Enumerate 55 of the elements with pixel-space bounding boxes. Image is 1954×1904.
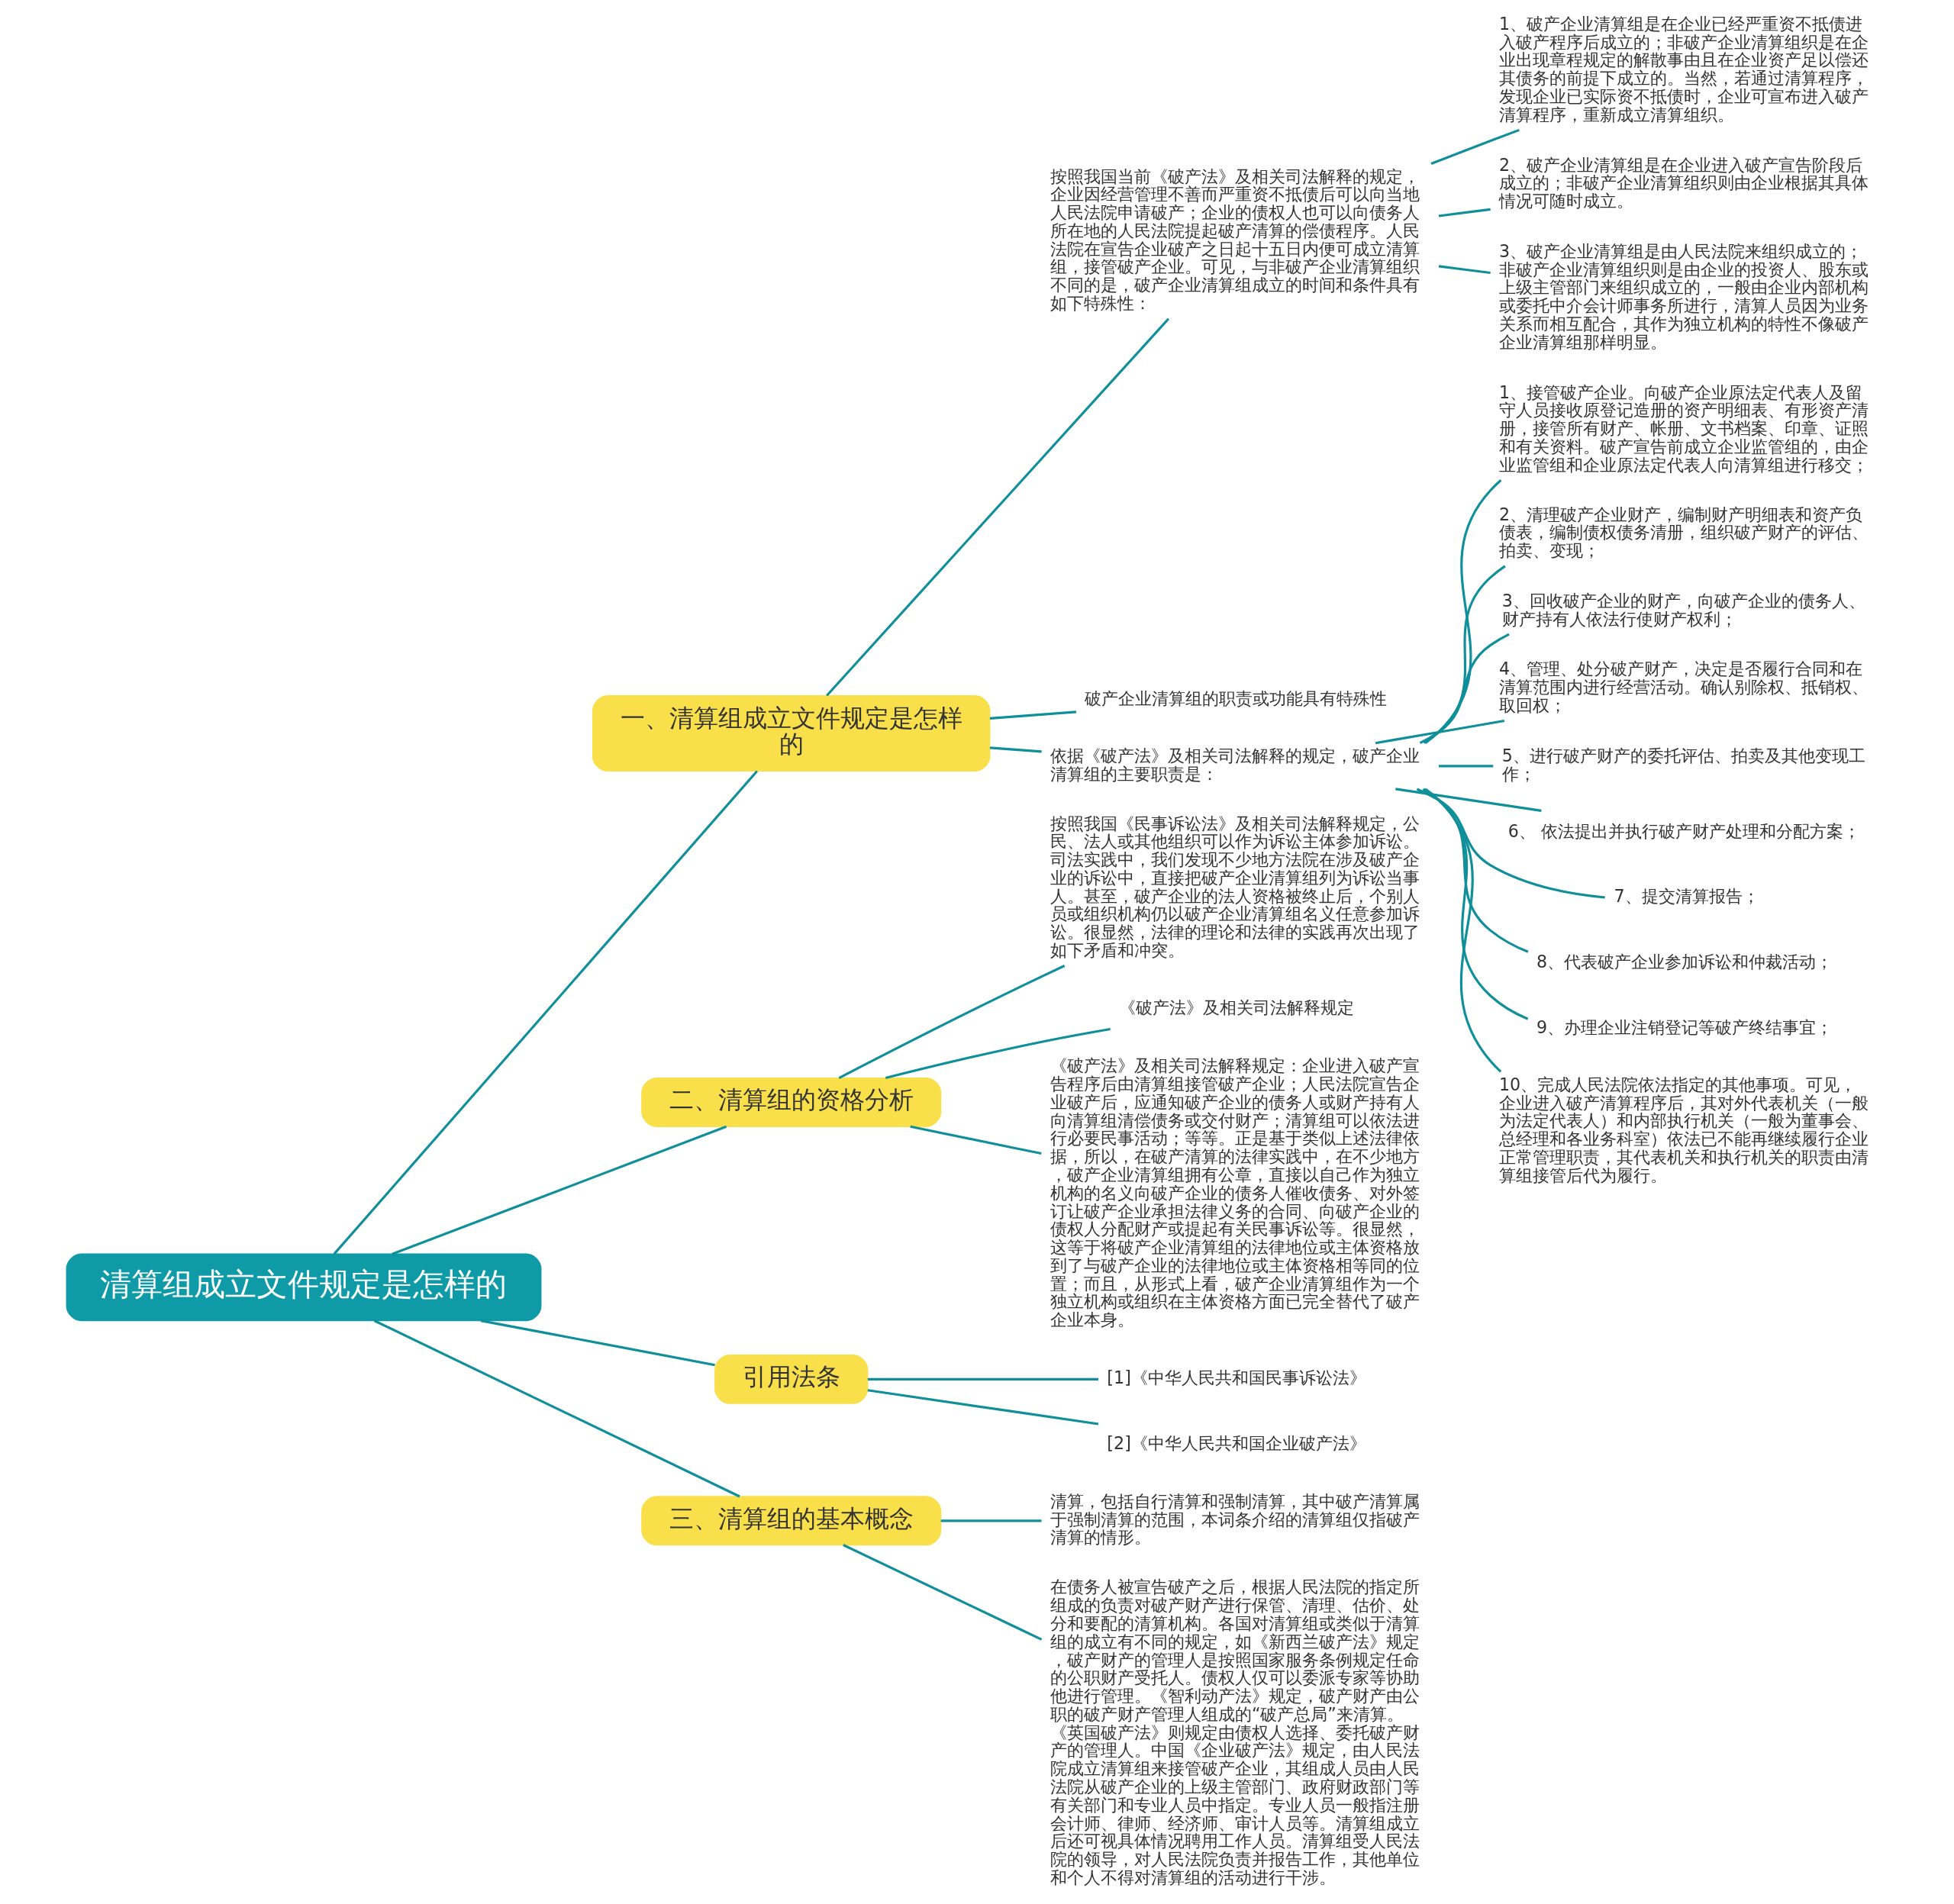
connector	[1395, 788, 1542, 812]
node-text: 在债务人被宣告破产之后，根据人民法院的指定所组成的负责对破产财产进行保管、清理、估价、处分和要配的清算机构。各国对清算组或类似于清算组的成立有不同的规定，如《新西兰破产法》规定，破产财产的管理人是按照国家服务条例规定任命的公职财产受托人。债权人仅可以委派专家等协助他进行管理。《智利动产法》规定，破产财产由公职的破产财产管理人组成的“破产总局”来清算。《英国破产法》则规定由债权人选择、委托破产财产的管理人。中国《企业破产法》规定，由人民法院成立清算组来接管破产企业，其组成人员由人民法院从破产企业的上级主管部门、政府财政部门等有关部门和专业人员中指定。专业人员一般指注册会计师、律师、经济师、审计人员等。清算组成立后还可视具体情况聘用工作人员。清算组受人民法院的领导，对人民法院负责并报告工作，其他单位和个人不得对清算组的活动进行干涉。	[1050, 1577, 1420, 1887]
node-text: 1、接管破产企业。向破产企业原法定代表人及留守人员接收原登记造册的资产明细表、有形资产清册，接管所有财产、帐册、文书档案、印章、证照和有关资料。破产宣告前成立企业监管组的，由企业监管组和企业原法定代表人向清算组进行移交；	[1498, 382, 1869, 475]
node-box: 三、清算组的基本概念	[641, 1496, 942, 1546]
connector	[333, 770, 758, 1255]
connector	[843, 1544, 1043, 1641]
connector	[838, 965, 1066, 1079]
node-text: 清算，包括自行清算和强制清算，其中破产清算属于强制清算的范围，本词条介绍的清算组仅指破产清算的情形。	[1050, 1490, 1420, 1548]
node-text: 按照我国《民事诉讼法》及相关司法解释规定，公民、法人或其他组织可以作为诉讼主体参加诉讼。司法实践中，我们发现不少地方法院在涉及破产企业的诉讼中，直接把破产企业清算组列为诉讼当事人。甚至，破产企业的法人资格被终止后，个别人员或组织机构仍以破产企业清算组名义任意参加诉讼。很显然，法律的理论和法律的实践再次出现了如下矛盾和冲突。	[1050, 813, 1420, 960]
node-box: 一、清算组成立文件规定是怎样的	[592, 695, 991, 772]
connector	[392, 1125, 727, 1255]
node-text: 破产企业清算组的职责或功能具有特殊性	[1085, 688, 1388, 708]
connector	[826, 317, 1170, 697]
connector	[1438, 765, 1494, 768]
connector	[1416, 788, 1605, 899]
connector	[885, 1027, 1111, 1080]
node-text: [1]《中华人民共和国民事诉讼法》	[1107, 1368, 1366, 1388]
node-text: 按照我国当前《破产法》及相关司法解释的规定，企业因经营管理不善而严重资不抵债后可以向当地人民法院申请破产；企业的债权人也可以向债务人所在地的人民法院提起破产清算的偿债程序。人民法院在宣告企业破产之日起十五日内便可成立清算组，接管破产企业。可见，与非破产企业清算组织不同的是，破产企业清算组成立的时间和条件具有如下特殊性：	[1050, 166, 1420, 314]
node-text: 9、办理企业注销登记等破产终结事宜；	[1536, 1016, 1833, 1037]
connector	[867, 1389, 1099, 1426]
connector	[1438, 265, 1491, 275]
connector	[373, 1319, 740, 1498]
node-box: 清算组成立文件规定是怎样的	[66, 1253, 542, 1322]
connector	[867, 1377, 1098, 1380]
connector	[1430, 128, 1520, 165]
connector	[940, 1519, 1042, 1522]
connector	[1419, 633, 1510, 745]
connector	[989, 746, 1042, 753]
node-text: 3、回收破产企业的财产，向破产企业的债务人、财产持有人依法行使财产权利；	[1501, 590, 1865, 629]
node-text: 10、完成人民法院依法指定的其他事项。可见，企业进入破产清算程序后，其对外代表机关（一般为法定代表人）和内部执行机关（一般为董事会、总经理和各业务科室）依法已不能再继续履行企业正常管理职责，其代表机关和执行机关的职责由清算组接管后代为履行。	[1498, 1074, 1869, 1185]
node-text: 《破产法》及相关司法解释规定：企业进入破产宣告程序后由清算组接管破产企业；人民法院宣告企业破产后，应通知破产企业的债务人或财产持有人向清算组清偿债务或交付财产；清算组可以依法进行必要民事活动；等等。正是基于类似上述法律依据，所以，在破产清算的法律实践中，在不少地方，破产企业清算组拥有公章，直接以自己作为独立机构的名义向破产企业的债务人催收债务、对外签订让破产企业承担法律义务的合同、向破产企业的债权人分配财产或提起有关民事诉讼等。很显然，这等于将破产企业清算组的法律地位或主体资格放到了与破产企业的法律地位或主体资格相等同的位置；而且，从形式上看，破产企业清算组作为一个独立机构或组织在主体资格方面已完全替代了破产企业本身。	[1050, 1055, 1420, 1330]
node-box: 引用法条	[714, 1354, 869, 1404]
node-text: 3、破产企业清算组是由人民法院来组织成立的；非破产企业清算组织则是由企业的投资人、股东或上级主管部门来组织成立的，一般由企业内部机构或委托中介会计师事务所进行，清算人员因为业务关系而相互配合，其作为独立机构的特性不像破产企业清算组那样明显。	[1498, 240, 1869, 352]
node-text: 依据《破产法》及相关司法解释的规定，破产企业清算组的主要职责是：	[1050, 745, 1420, 784]
connector	[1375, 719, 1505, 745]
connector	[989, 710, 1077, 720]
node-text: [2]《中华人民共和国企业破产法》	[1107, 1432, 1366, 1453]
node-text: 2、破产企业清算组是在企业进入破产宣告阶段后成立的；非破产企业清算组织则由企业根据其具体情况可随时成立。	[1498, 154, 1869, 211]
connector	[1424, 788, 1529, 1020]
node-box: 二、清算组的资格分析	[641, 1077, 942, 1127]
node-text: 《破产法》及相关司法解释规定	[1119, 997, 1355, 1018]
connector	[1438, 208, 1491, 217]
connector	[1425, 788, 1502, 1073]
node-text: 4、管理、处分破产财产，决定是否履行合同和在清算范围内进行经营活动。确认别除权、抵销权、取回权；	[1498, 659, 1869, 716]
connector	[1422, 788, 1529, 953]
node-text: 7、提交清算报告；	[1614, 886, 1759, 907]
connector	[1424, 479, 1502, 744]
connector	[480, 1319, 715, 1367]
connector	[1423, 565, 1506, 744]
node-text: 5、进行破产财产的委托评估、拍卖及其他变现工作；	[1501, 745, 1865, 784]
node-text: 6、 依法提出并执行破产财产处理和分配方案；	[1507, 820, 1860, 841]
node-text: 2、清理破产企业财产，编制财产明细表和资产负债表，编制债权债务清册，组织破产财产的评估、拍卖、变现；	[1498, 504, 1869, 561]
node-text: 1、破产企业清算组是在企业已经严重资不抵债进入破产程序后成立的；非破产企业清算组织是在企业出现章程规定的解散事由且在企业资产足以偿还其债务的前提下成立的。当然，若通过清算程序，发现企业已实际资不抵债时，企业可宣布进入破产清算程序，重新成立清算组织。	[1498, 13, 1869, 124]
node-text: 8、代表破产企业参加诉讼和仲裁活动；	[1536, 952, 1833, 972]
connector	[910, 1125, 1042, 1155]
